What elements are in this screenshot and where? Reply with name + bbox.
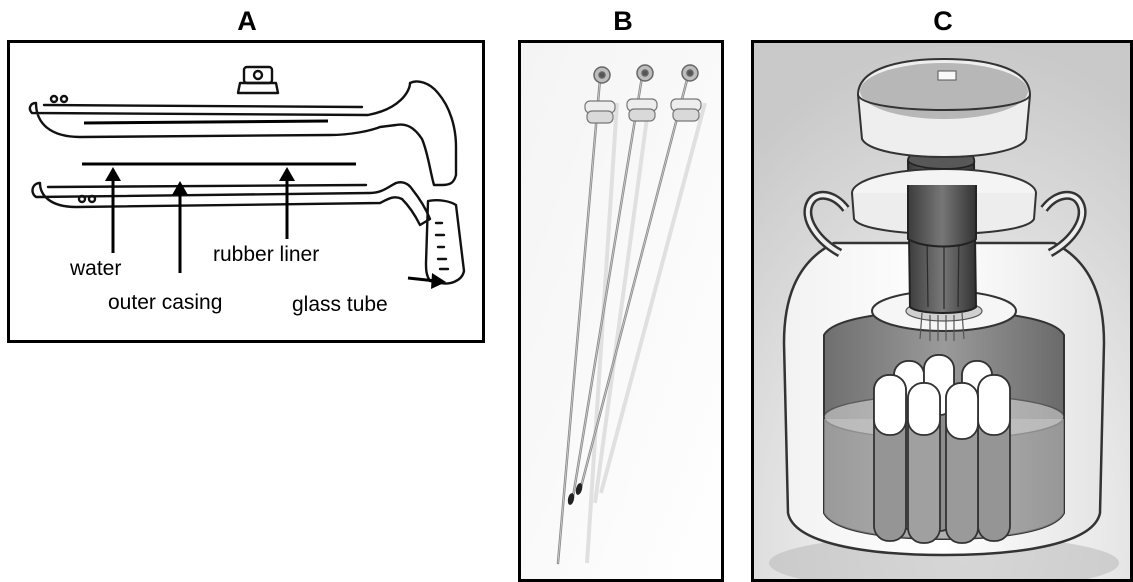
panel-a: water outer casing rubber liner glass tu…: [7, 40, 485, 343]
label-outer-casing: outer casing: [108, 291, 222, 315]
insemination-rods-illustration: [521, 43, 724, 582]
panel-a-title: A: [232, 6, 262, 37]
label-rubber-liner: rubber liner: [213, 243, 319, 267]
panel-b-title: B: [608, 6, 638, 37]
panel-b: [518, 40, 724, 582]
label-water: water: [70, 257, 121, 281]
panel-c: [751, 40, 1133, 582]
liquid-nitrogen-dewar-illustration: [754, 43, 1133, 582]
label-glass-tube: glass tube: [292, 293, 388, 317]
artificial-vagina-drawing: [10, 43, 485, 343]
panel-c-title: C: [928, 6, 958, 37]
